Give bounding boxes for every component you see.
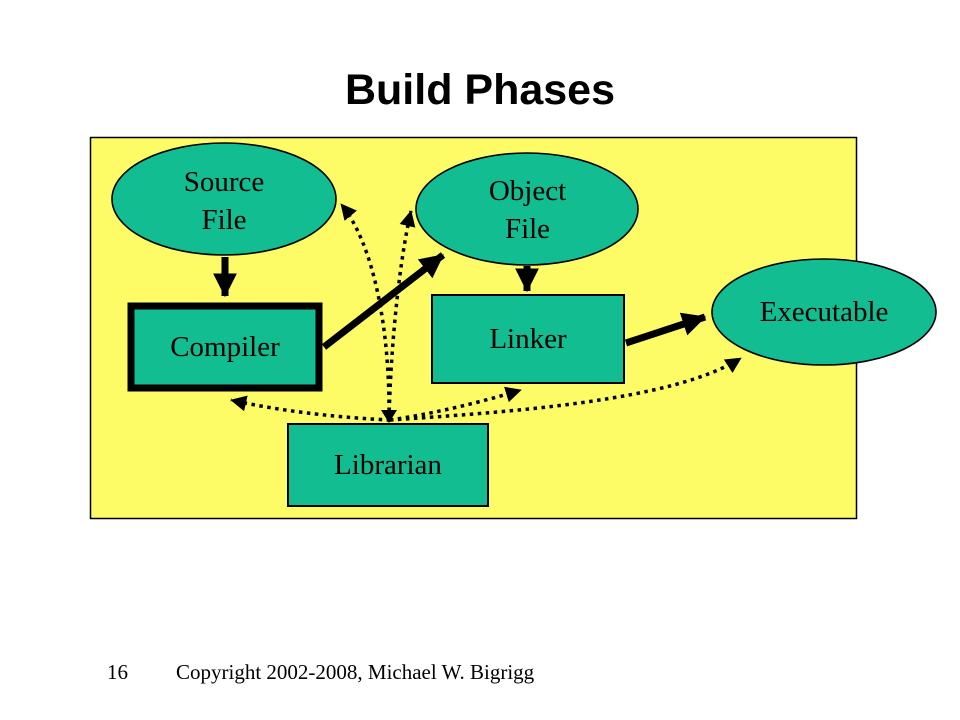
- librarian-shape: [287, 423, 489, 507]
- slide-title: Build Phases: [344, 66, 616, 114]
- executable-shape: [711, 258, 937, 366]
- edge-arrowhead-into-librarian: [381, 410, 397, 423]
- dotted-edge-group: [230, 202, 742, 422]
- edge-compiler-object-file: [321, 252, 446, 350]
- edge-librarian-compiler: [230, 395, 391, 422]
- source-file-shape: [111, 142, 337, 256]
- page-number: 16: [107, 660, 128, 684]
- copyright-text: Copyright 2002-2008, Michael W. Bigrigg: [176, 660, 535, 684]
- compiler-shape: [127, 302, 323, 392]
- linker-shape: [431, 294, 625, 384]
- solid-edge-group: [213, 252, 707, 350]
- edge-linker-executable: [624, 312, 707, 347]
- edge-librarian-executable: [389, 356, 742, 422]
- object-file-shape: [415, 152, 639, 266]
- edge-librarian-linker: [389, 386, 522, 422]
